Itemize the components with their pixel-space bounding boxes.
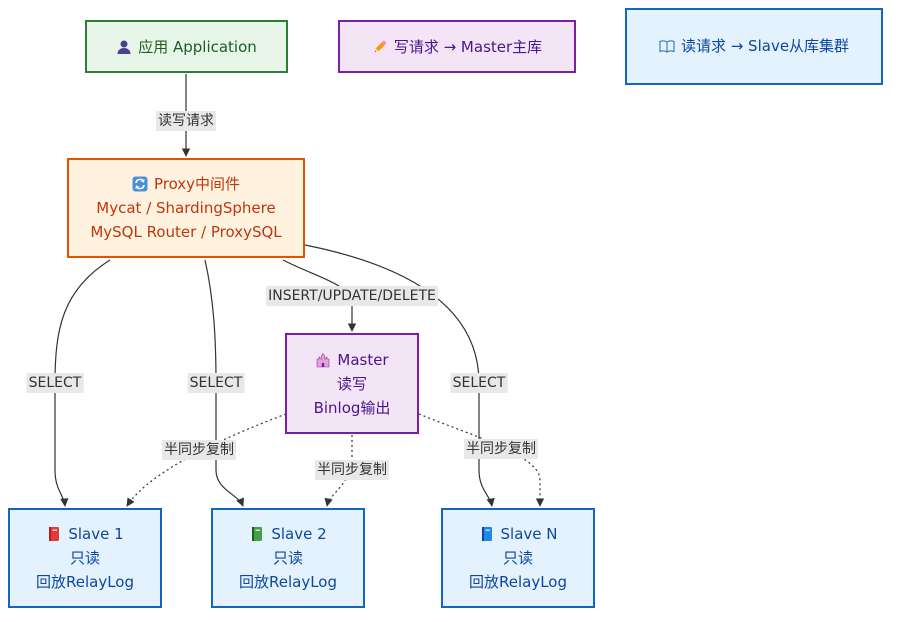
slave-n-node-title-line: Slave N <box>479 522 558 546</box>
write-request-legend-label: 写请求 → Master主库 <box>393 37 543 56</box>
edge-label-proxy-master: INSERT/UPDATE/DELETE <box>266 286 438 306</box>
master-node-title-line: Master <box>315 348 389 372</box>
application-node-label: 应用 Application <box>138 37 257 56</box>
edge-master-slave2 <box>324 435 353 507</box>
slave-1-node: Slave 1 只读 回放RelayLog <box>8 508 162 608</box>
proxy-node-title: Proxy中间件 <box>153 175 241 193</box>
refresh-icon <box>132 176 148 192</box>
slave-2-node-title: Slave 2 <box>271 525 327 543</box>
application-node-title-line: 应用 Application <box>116 35 257 59</box>
proxy-node-line-3: MySQL Router / ProxySQL <box>90 223 282 241</box>
edge-label-app-proxy: 读写请求 <box>156 111 216 131</box>
open-book-icon <box>659 38 675 54</box>
proxy-node-line-2: Mycat / ShardingSphere <box>96 199 276 217</box>
master-node-title: Master <box>337 350 389 369</box>
slave-1-node-line-2: 只读 <box>69 549 100 567</box>
master-node-line-3: Binlog输出 <box>313 398 391 417</box>
slave-1-node-title: Slave 1 <box>68 525 124 543</box>
slave-1-node-title-line: Slave 1 <box>46 522 124 546</box>
red-book-icon <box>46 526 62 542</box>
slave-n-node-line-3: 回放RelayLog <box>468 573 567 591</box>
edge-proxy-slave1 <box>54 259 111 507</box>
slave-n-node-title: Slave N <box>500 525 558 543</box>
proxy-node: Proxy中间件 Mycat / ShardingSphere MySQL Ro… <box>67 158 305 258</box>
read-request-legend-line: 读请求 → Slave从库集群 <box>658 35 850 58</box>
slave-2-node-line-3: 回放RelayLog <box>238 573 337 591</box>
master-node-line-2: 读写 <box>336 374 367 393</box>
read-request-legend: 读请求 → Slave从库集群 <box>625 8 883 85</box>
edge-label-proxy-slave2: SELECT <box>187 373 245 393</box>
slave-n-node: Slave N 只读 回放RelayLog <box>441 508 595 608</box>
proxy-node-title-line: Proxy中间件 <box>132 172 240 196</box>
edge-label-proxy-slave1: SELECT <box>26 373 84 393</box>
write-request-legend: 写请求 → Master主库 <box>338 20 576 73</box>
slave-2-node: Slave 2 只读 回放RelayLog <box>211 508 365 608</box>
slave-1-node-line-3: 回放RelayLog <box>35 573 134 591</box>
slave-2-node-line-2: 只读 <box>272 549 303 567</box>
user-icon <box>116 39 132 55</box>
master-node: Master 读写 Binlog输出 <box>285 333 419 434</box>
edge-label-master-slaveN: 半同步复制 <box>464 439 538 459</box>
edge-label-proxy-slaveN: SELECT <box>450 373 508 393</box>
blue-book-icon <box>479 526 495 542</box>
castle-icon <box>315 352 331 368</box>
write-request-legend-line: 写请求 → Master主库 <box>372 35 542 59</box>
edge-proxy-slaveN <box>304 244 495 507</box>
slave-n-node-line-2: 只读 <box>502 549 533 567</box>
edge-master-slave1 <box>126 413 287 507</box>
edge-label-master-slave1: 半同步复制 <box>162 440 236 460</box>
green-book-icon <box>249 526 265 542</box>
edge-label-master-slave2: 半同步复制 <box>315 460 389 480</box>
read-request-legend-label: 读请求 → Slave从库集群 <box>680 37 850 55</box>
slave-2-node-title-line: Slave 2 <box>249 522 327 546</box>
application-node: 应用 Application <box>85 20 288 73</box>
pencil-icon <box>372 39 388 55</box>
